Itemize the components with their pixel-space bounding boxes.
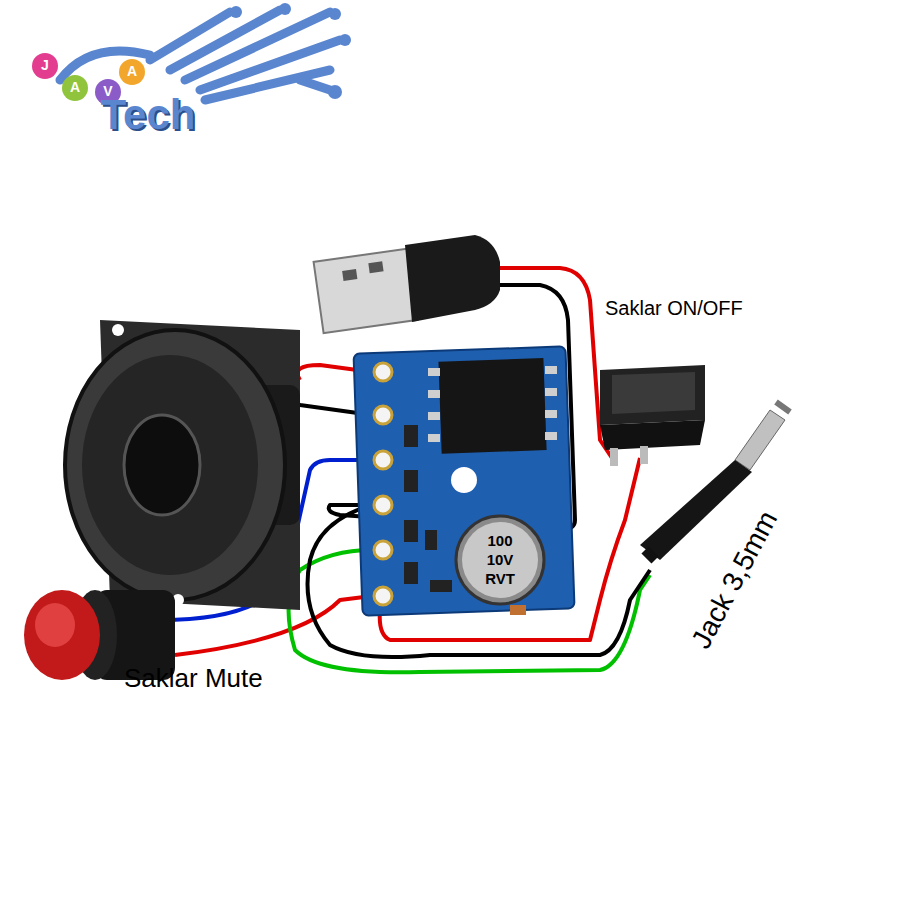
amplifier-module bbox=[354, 346, 575, 615]
logo-circle bbox=[119, 59, 145, 85]
logo-letter: A bbox=[70, 80, 80, 95]
logo-circle bbox=[62, 75, 88, 101]
logo-text: Tech bbox=[101, 92, 196, 138]
capacitor-marking: 10V bbox=[487, 552, 514, 569]
part-label: Saklar Mute bbox=[124, 664, 263, 693]
part-label: Jack 3,5mm bbox=[686, 506, 784, 654]
rocker-switch bbox=[600, 365, 705, 466]
capacitor-marking: RVT bbox=[485, 571, 515, 588]
usb-plug bbox=[314, 235, 500, 333]
logo-letter: J bbox=[41, 58, 49, 73]
logo-dots bbox=[230, 3, 351, 99]
part-label: Saklar ON/OFF bbox=[605, 297, 743, 319]
logo-letter: A bbox=[127, 64, 137, 79]
speaker bbox=[65, 320, 300, 610]
capacitor-marking: 100 bbox=[487, 533, 512, 550]
logo-circle bbox=[32, 53, 58, 79]
